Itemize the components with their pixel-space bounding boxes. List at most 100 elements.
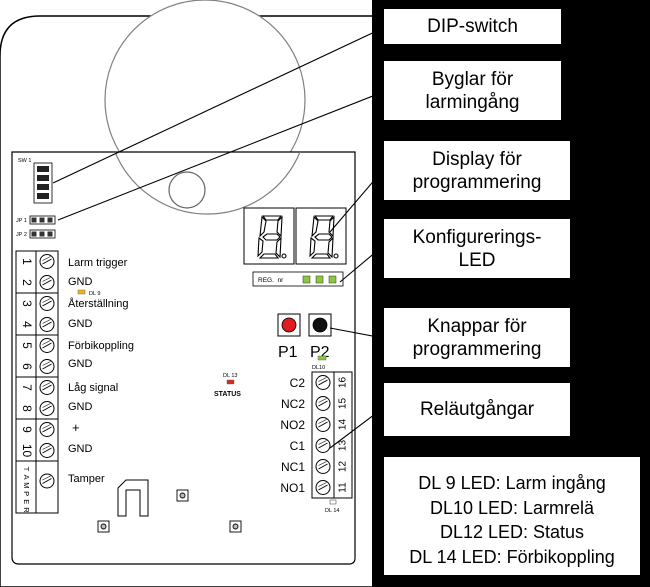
tamper-switch[interactable] [117,479,149,517]
dl10-led [317,355,327,361]
terminal-screw-5[interactable] [39,338,55,353]
callout-config-led-line2: LED [458,249,496,271]
dl14-label: DL 14 [325,508,339,514]
relay-label: NO1 [280,481,305,495]
terminal-label: GND [68,401,93,413]
callout-relay: Reläutgångar [383,382,571,437]
terminal-number-11: 11 [338,482,349,493]
right-screw-group [315,375,331,495]
reg-nr-label: REG. nr [258,277,284,284]
terminal-label: Låg signal [68,382,118,394]
jp2-label: JP 2 [16,232,27,238]
tamper-letter: E [22,499,31,504]
callout-dip-switch-text: DIP-switch [427,16,518,37]
terminal-label: Förbikoppling [68,340,134,352]
dl13-led [226,379,235,385]
tamper-letter: M [22,482,31,488]
legend-dl12: DL12 LED: Status [439,522,585,542]
terminal-label: Återställning [68,297,129,310]
terminal-number-2: 2 [20,279,34,286]
callout-buttons: Knappar för programmering [383,307,571,368]
callout-jumpers-line2: larmingång [425,91,520,113]
relay-label: NO2 [280,418,305,432]
terminal-screw-8[interactable] [39,401,55,416]
terminal-label: + [72,420,80,435]
terminal-number-9: 9 [20,426,34,433]
terminal-label: GND [68,318,93,330]
terminal-number-13: 13 [338,440,349,452]
callout-dip-switch: DIP-switch [383,8,562,45]
terminal-number-5: 5 [20,342,34,349]
relay-label: C1 [290,439,306,453]
terminal-screw-12[interactable] [315,459,331,474]
p2-button[interactable] [308,313,332,337]
jumpers[interactable] [29,215,56,239]
terminal-screw-16[interactable] [315,375,331,390]
terminal-screw-11[interactable] [315,480,331,495]
jp1-label: JP 1 [16,218,27,224]
terminal-screw-15[interactable] [315,396,331,411]
terminal-screw-14[interactable] [315,417,331,432]
dl10-label: DL10 [312,365,325,371]
right-terminal-numbers: 16 15 14 13 12 11 [338,377,349,493]
terminal-number-12: 12 [338,461,349,473]
relay-label: C2 [290,376,306,390]
terminal-number-10: 10 [20,444,34,458]
terminal-screw-13[interactable] [315,438,331,453]
right-terminal-strip [311,371,353,499]
tamper-letter: A [22,475,31,480]
terminal-screw-6[interactable] [39,359,55,374]
callout-buttons-line1: Knappar för [427,315,527,337]
terminal-screw-tamper[interactable] [39,473,55,489]
terminal-number-14: 14 [338,419,349,431]
legend-dl9: DL 9 LED: Larm ingång [418,473,606,493]
terminal-label: GND [68,358,93,370]
seven-segment-display [243,207,347,265]
terminal-screw-4[interactable] [39,317,55,332]
terminal-number-4: 4 [20,321,34,328]
terminal-screw-7[interactable] [39,380,55,395]
housing-circle-lower [114,151,301,215]
terminal-screw-2[interactable] [39,275,55,290]
callout-config-led: Konfigurerings- LED [383,218,571,279]
p1-button[interactable] [277,313,301,337]
terminal-screw-10[interactable] [39,443,55,458]
callout-config-led-line1: Konfigurerings- [412,226,542,248]
mounting-points [97,489,242,533]
terminal-screw-3[interactable] [39,296,55,311]
terminal-label: Larm trigger [68,257,128,269]
callout-buttons-line2: programmering [412,338,542,360]
terminal-number-16: 16 [338,377,349,389]
legend-dl10: DL10 LED: Larmrelä [429,497,595,518]
dl9-led [77,289,86,295]
relay-label: NC2 [281,397,305,411]
terminal-label: GND [68,276,93,288]
tamper-letter: T [22,467,31,472]
sw-label: SW 1 [18,158,31,164]
status-label: STATUS [214,391,241,398]
dl14-led [329,499,337,505]
callout-jumpers: Byglar för larmingång [383,60,562,121]
terminal-screw-9[interactable] [39,422,55,437]
terminal-screw-1[interactable] [39,254,55,269]
terminal-label: GND [68,443,93,455]
terminal-label: Tamper [68,473,105,485]
legend-dl14: DL 14 LED: Förbikoppling [409,546,615,567]
callout-display-line1: Display för [432,148,522,170]
callout-jumpers-line1: Byglar för [431,68,514,90]
relay-label: NC1 [281,460,305,474]
terminal-number-1: 1 [20,258,34,265]
dl9-label: DL 9 [89,291,100,297]
left-terminal-labels: Larm triggerGNDÅterställningGNDFörbikopp… [68,257,134,485]
dip-switch[interactable] [33,162,53,204]
terminal-number-8: 8 [20,405,34,412]
led-legend: DL 9 LED: Larm ingång DL10 LED: Larmrelä… [383,456,641,576]
terminal-number-7: 7 [20,384,34,391]
terminal-number-15: 15 [338,398,349,410]
left-screw-group [39,254,55,489]
terminal-number-6: 6 [20,363,34,370]
